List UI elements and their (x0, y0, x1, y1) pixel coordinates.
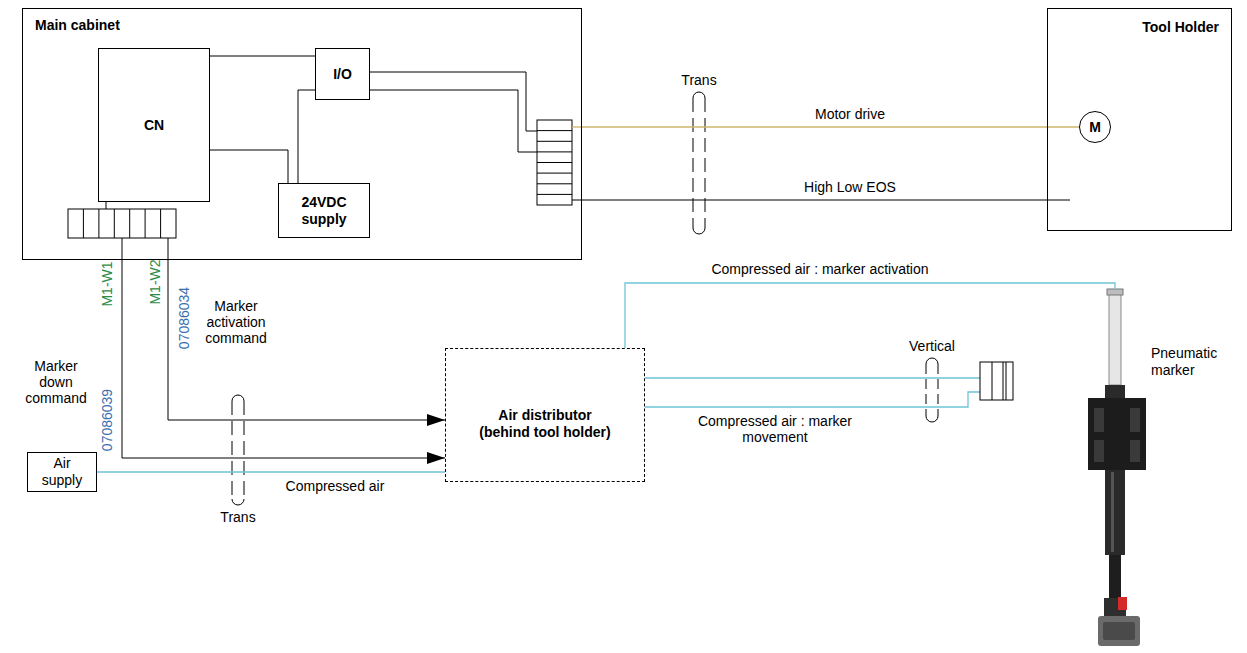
box-label: Air supply (32, 455, 92, 489)
connector-label: Marker down command (20, 358, 92, 406)
motor-circle: M (1079, 111, 1111, 143)
wire-id: M1-W1 (99, 261, 115, 306)
terminal-block (537, 120, 572, 205)
trans-sleeve-side (693, 98, 705, 228)
bracket-slot (1130, 440, 1140, 462)
motor-label: M (1089, 119, 1101, 136)
connector (210, 56, 315, 57)
connector (582, 200, 1047, 201)
marker-shaft (1109, 555, 1121, 600)
pneumatic-marker-illustration (1088, 289, 1146, 646)
distributor-label: Air distributor (behind tool holder) (473, 407, 618, 441)
air-distributor-box: Air distributor (behind tool holder) (445, 348, 645, 482)
io-box: I/O (315, 48, 370, 100)
tube-highlight (1111, 472, 1114, 552)
tool-holder-heading: Tool Holder (1060, 19, 1219, 36)
marker-head-inner (1103, 622, 1135, 640)
wire-id: M1-W2 (147, 259, 163, 304)
piston-rod (1109, 292, 1121, 385)
bracket-slot (1094, 440, 1104, 462)
marker-caption: Pneumatic marker (1151, 345, 1231, 379)
connector-label: Motor drive (785, 106, 915, 122)
signal-wire (572, 200, 582, 201)
connector-label: Marker activation command (196, 298, 276, 346)
marker-clamp (1104, 598, 1126, 616)
part-number: 07086034 (176, 287, 192, 349)
connector (210, 150, 288, 183)
connector-label: Compressed air : marker activation (670, 261, 970, 277)
part-number: 07086039 (99, 389, 115, 451)
marker-head (1098, 616, 1140, 646)
command-wire (122, 238, 168, 260)
mounting-bracket (1088, 398, 1146, 470)
connector-label: Compressed air (275, 478, 395, 494)
signal-wire (1047, 200, 1070, 201)
controller-box: CN (98, 48, 210, 202)
sleeve-label: Vertical (892, 338, 972, 354)
pneumatic-marker: Pneumatic marker (1085, 290, 1235, 645)
motor-wire (572, 126, 582, 127)
terminal-block (68, 209, 176, 238)
cabinet-box: Main cabinetCN I/O 24VDC supply (22, 8, 582, 260)
box-label: 24VDC supply (283, 194, 365, 228)
trans-sleeve-cap (926, 358, 938, 422)
trans-sleeve-cap (232, 395, 244, 505)
connector (582, 126, 1079, 127)
box-label: CN (144, 117, 164, 134)
terminal-rows (537, 131, 572, 195)
connector-label: High Low EOS (775, 179, 925, 195)
air-hose (645, 377, 980, 378)
air-hoses (645, 378, 980, 407)
cn-wire (106, 202, 107, 209)
io-wire (370, 90, 537, 152)
trans-sleeves (232, 92, 938, 505)
wiring (68, 72, 1070, 260)
trans-sleeve-side (232, 401, 244, 499)
air-supply-box: Air supply (27, 452, 97, 492)
terminal-columns (83, 209, 160, 238)
sleeve-label: Trans (208, 509, 268, 525)
bracket-slot (1130, 408, 1140, 432)
air-hose (645, 392, 980, 407)
connector (625, 283, 1115, 348)
tool-holder-box: Tool HolderM (1047, 8, 1232, 231)
connector (97, 471, 445, 472)
cylinder-symbol (980, 362, 1013, 400)
connector (168, 260, 445, 420)
cylinder-piston (992, 362, 1006, 400)
cylinder-body (980, 362, 1013, 400)
io-wire (370, 72, 537, 131)
trans-sleeve-side (926, 364, 938, 416)
connector (298, 90, 315, 183)
connector (122, 260, 445, 458)
sleeve-label: Trans (669, 72, 729, 88)
box-label: I/O (333, 66, 352, 83)
hose-label: Compressed air : marker movement (688, 413, 863, 445)
power-supply-box: 24VDC supply (278, 183, 370, 238)
trans-sleeve-cap (693, 92, 705, 234)
cabinet-heading: Main cabinet (35, 17, 569, 34)
marker-lever (1118, 597, 1127, 610)
bracket-slot (1094, 408, 1104, 432)
